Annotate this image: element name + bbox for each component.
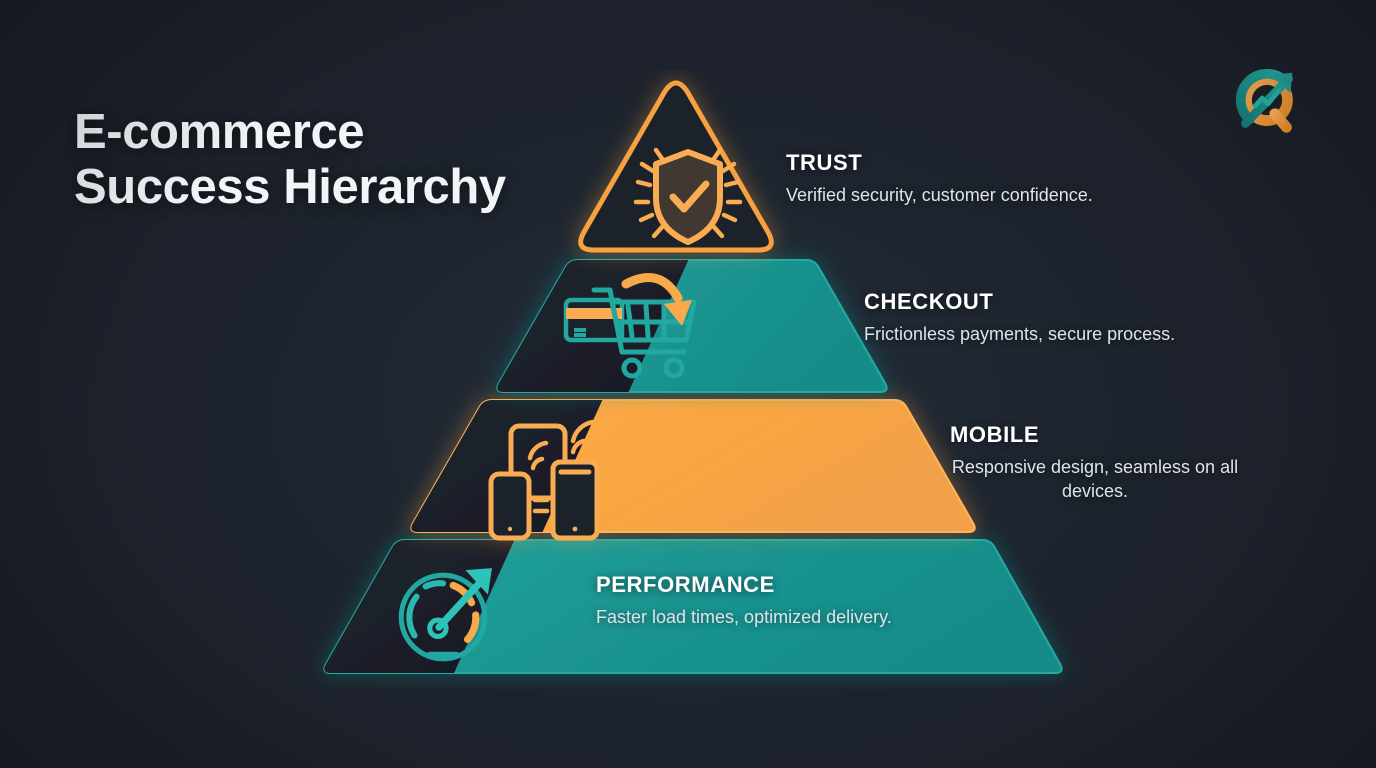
mobile-description: Responsive design, seamless on all devic… [950, 455, 1240, 504]
tier-label-trust: TRUST Verified security, customer confid… [786, 150, 1206, 207]
shopping-cart-card-icon [563, 273, 697, 379]
performance-title: PERFORMANCE [596, 572, 775, 597]
pyramid-tier-performance[interactable] [310, 532, 1063, 682]
performance-description: Faster load times, optimized delivery. [596, 607, 892, 627]
multi-device-wifi-icon [488, 419, 600, 541]
brand-logo [1228, 62, 1306, 142]
tier-label-performance: PERFORMANCE Faster load times, optimized… [596, 572, 1056, 629]
page-title-line-1: E-commerce [74, 104, 365, 159]
trust-description: Verified security, customer confidence. [786, 185, 1093, 205]
speedometer-arrow-icon [398, 568, 492, 662]
pyramid-diagram [310, 80, 1063, 682]
tier-label-checkout: CHECKOUT Frictionless payments, secure p… [864, 289, 1284, 346]
tier-label-mobile: MOBILE Responsive design, seamless on al… [950, 422, 1240, 504]
shield-check-icon [633, 147, 743, 245]
mobile-title: MOBILE [950, 422, 1040, 447]
trust-title: TRUST [786, 150, 863, 175]
pyramid-tier-checkout[interactable] [484, 252, 888, 402]
mobile-description-line-2: on all devices. [1061, 457, 1239, 502]
mobile-description-line-1: Responsive design, seamless [951, 457, 1191, 477]
checkout-title: CHECKOUT [864, 289, 994, 314]
pyramid-tier-mobile[interactable] [398, 392, 976, 542]
page-title-line-2: Success Hierarchy [74, 159, 506, 214]
checkout-description: Frictionless payments, secure process. [864, 324, 1176, 344]
pyramid-tier-trust[interactable] [578, 80, 774, 253]
q-growth-arrow-logo-icon [1235, 68, 1293, 133]
